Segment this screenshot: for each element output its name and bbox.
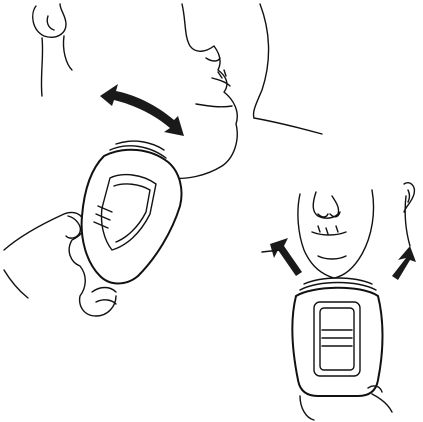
front-mouth-marks xyxy=(318,226,338,234)
arrow-up-left xyxy=(270,238,302,276)
neck-left-line xyxy=(41,38,42,96)
chin-crease xyxy=(196,104,232,107)
right-shaver-body xyxy=(292,288,382,396)
left-thumb xyxy=(66,216,80,238)
front-nose xyxy=(313,192,338,218)
neck-line xyxy=(254,118,322,134)
left-fingers xyxy=(92,288,116,305)
right-hand-outline xyxy=(300,394,392,420)
front-shaving-panel xyxy=(262,183,416,420)
left-shaver-body xyxy=(82,150,182,284)
nostril xyxy=(206,58,220,61)
ear-right-inner xyxy=(408,190,410,202)
front-mouth xyxy=(312,232,346,235)
front-chin xyxy=(318,256,346,259)
ear-left-inner xyxy=(47,16,54,30)
curved-double-headed-arrow xyxy=(100,84,184,136)
arrow-up-right xyxy=(392,246,416,280)
left-wrist xyxy=(4,270,28,298)
side-shaving-panel xyxy=(4,4,322,316)
face-profile xyxy=(168,4,237,179)
ear-left-outline xyxy=(33,4,66,37)
head-back xyxy=(253,4,268,118)
neck-right-line xyxy=(63,36,72,70)
guide-line xyxy=(262,250,280,252)
front-face-left-cheek xyxy=(298,194,334,278)
